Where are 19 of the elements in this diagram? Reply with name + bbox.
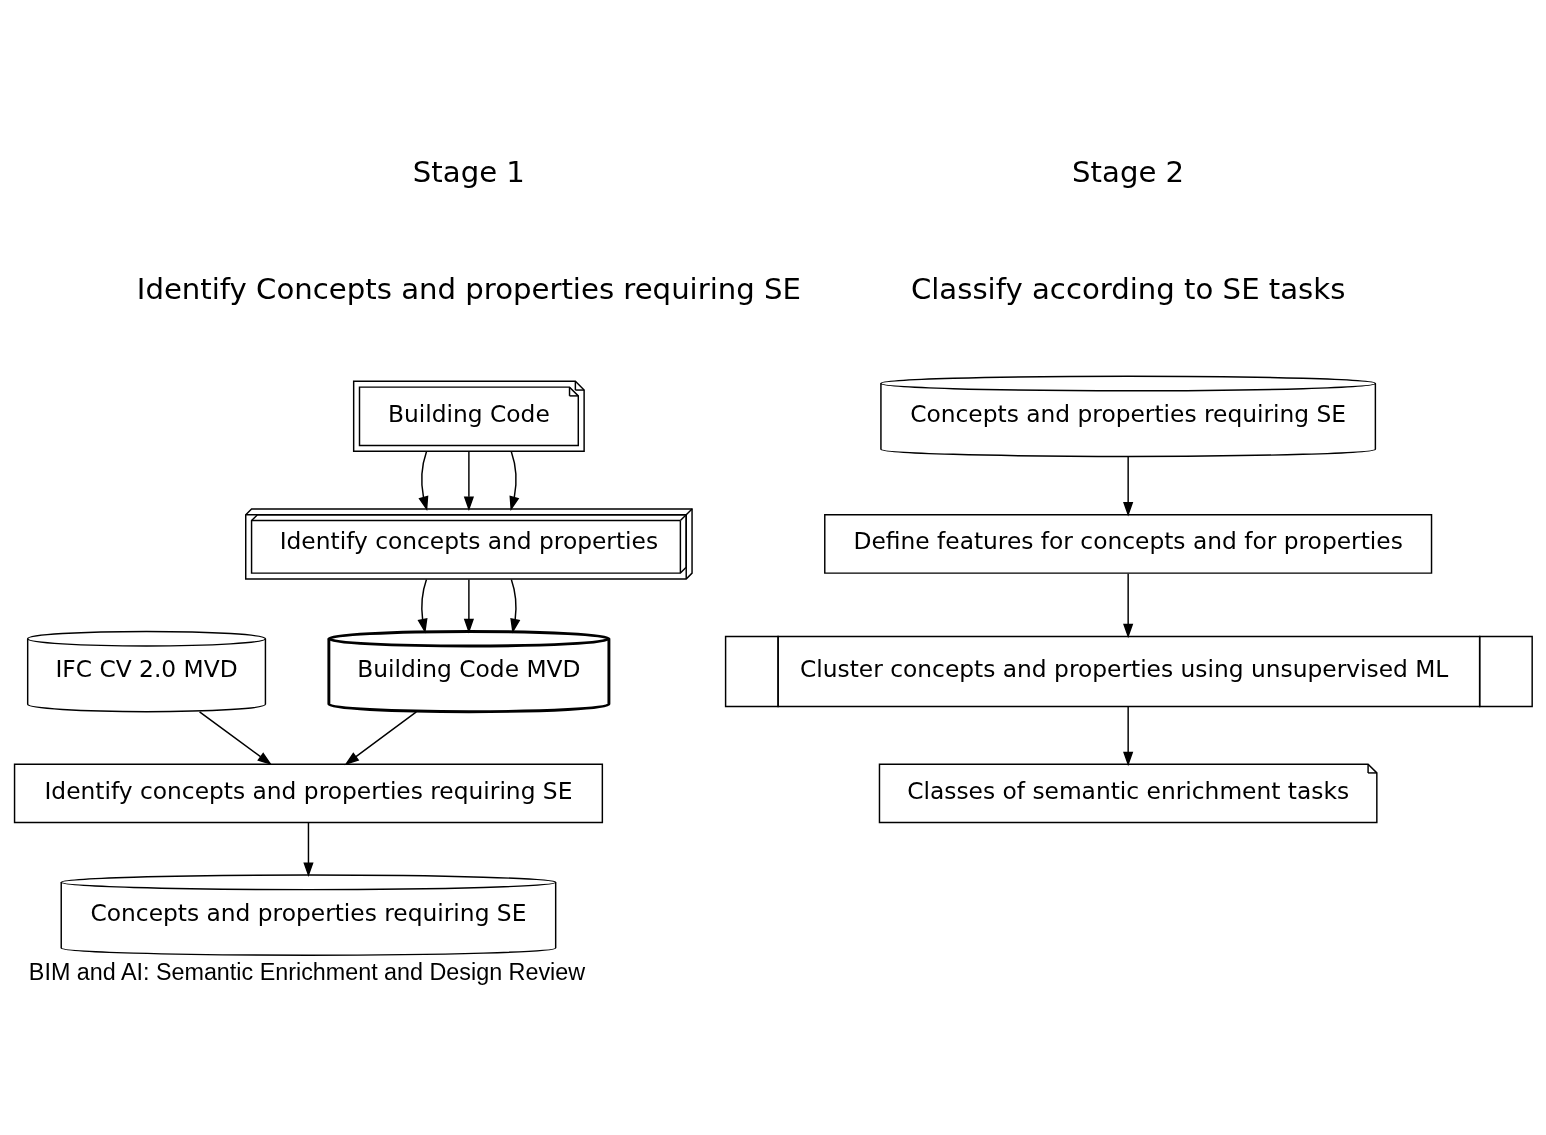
arrow (1123, 455, 1134, 517)
label: Classify according to SE tasks (910, 271, 1346, 306)
arrow (1123, 572, 1134, 638)
arrow (510, 578, 521, 633)
caption: BIM and AI: Semantic Enrichment and Design Review (28, 958, 586, 985)
node-box: Define features for concepts and for properties (824, 513, 1433, 574)
arrow (417, 578, 428, 633)
node-box: Identify concepts and properties requiring SE (13, 762, 604, 823)
label: Stage 1 (412, 154, 525, 189)
arrow (463, 450, 474, 511)
arrow (418, 450, 429, 511)
arrow (303, 821, 314, 877)
arrow (198, 710, 272, 765)
arrow (344, 710, 418, 765)
label: Stage 2 (1072, 154, 1185, 189)
arrow (463, 578, 474, 633)
arrow (1123, 705, 1134, 766)
arrow (509, 450, 520, 511)
label: Identify Concepts and properties requiring SE (136, 271, 801, 306)
